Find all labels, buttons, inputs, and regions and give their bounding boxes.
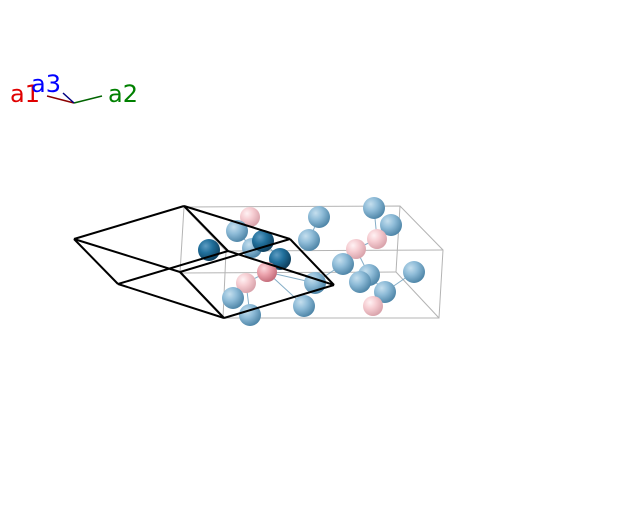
atom-blue-light xyxy=(403,261,425,283)
a1-axis-label: a1 xyxy=(10,80,40,108)
a2-axis-line xyxy=(73,95,103,104)
a2-axis-label: a2 xyxy=(108,80,138,108)
primitive-cell-outline xyxy=(73,205,335,319)
atom-blue-light xyxy=(374,281,396,303)
atom-pink-light xyxy=(236,273,256,293)
axis-indicator: a1 a3 a2 xyxy=(10,70,138,108)
a1-axis-line xyxy=(46,95,75,104)
atom-blue-light xyxy=(308,206,330,228)
atom-pink-light xyxy=(240,207,260,227)
atom-pink-light xyxy=(346,239,366,259)
atom-pink-light xyxy=(363,296,383,316)
atom-blue-light xyxy=(332,253,354,275)
atom-blue-light xyxy=(363,197,385,219)
atom-blue-light xyxy=(226,220,248,242)
atoms xyxy=(198,197,425,326)
a3-axis-line xyxy=(62,92,75,104)
a3-axis-label: a3 xyxy=(31,70,61,98)
atom-blue-light xyxy=(298,229,320,251)
atom-blue-light xyxy=(293,295,315,317)
atom-pink-dark xyxy=(257,262,277,282)
atom-blue-light xyxy=(222,287,244,309)
atom-pink-light xyxy=(367,229,387,249)
atom-blue-dark xyxy=(269,248,291,270)
atom-blue-dark xyxy=(252,230,274,252)
atom-blue-light xyxy=(349,271,371,293)
atom-blue-light xyxy=(380,214,402,236)
